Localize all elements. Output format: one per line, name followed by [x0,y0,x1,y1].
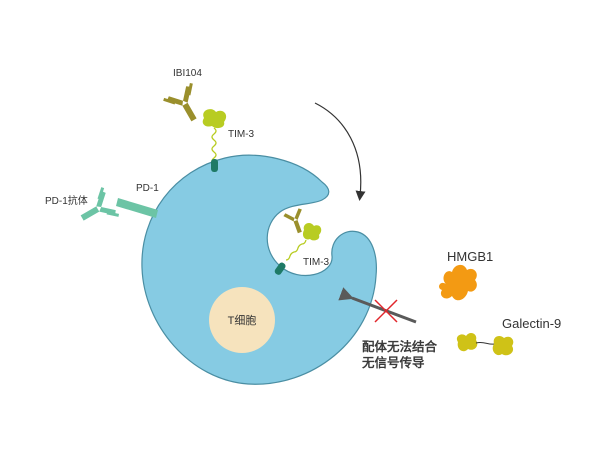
t-cell-label: T细胞 [228,314,257,327]
hmgb1-icon [439,264,477,301]
pd1-antibody-label: PD-1抗体 [45,194,88,207]
tim3-inner-stalk [285,239,307,261]
tim3-top-receptor [211,159,218,172]
pd1-label: PD-1 [136,183,159,194]
t-cell-body [141,154,377,385]
pd1-receptor [116,198,158,218]
no-binding-line2: 无信号传导 [361,355,425,370]
galectin9-icon [456,333,514,356]
red-cross-icon [374,299,398,323]
tim3-inner-label: TIM-3 [303,257,330,268]
pd1-antibody-icon [80,187,120,221]
tim3-top-label: TIM-3 [228,129,255,140]
hmgb1-label: HMGB1 [447,249,493,264]
ibi104-label: IBI104 [173,68,202,79]
tim3-inner-receptor [274,262,286,275]
tim3-inner-ligand [302,223,322,241]
t-cell-nucleus [209,287,275,353]
no-binding-line1: 配体无法结合 [362,339,438,354]
galectin9-label: Galectin-9 [502,316,561,331]
ibi104-antibody-icon [163,82,197,122]
tim3-top-stalk [211,127,217,165]
ibi104-inner-antibody-icon [283,208,302,234]
curved-arrow [314,102,366,201]
tim3-top-ligand [202,109,227,129]
